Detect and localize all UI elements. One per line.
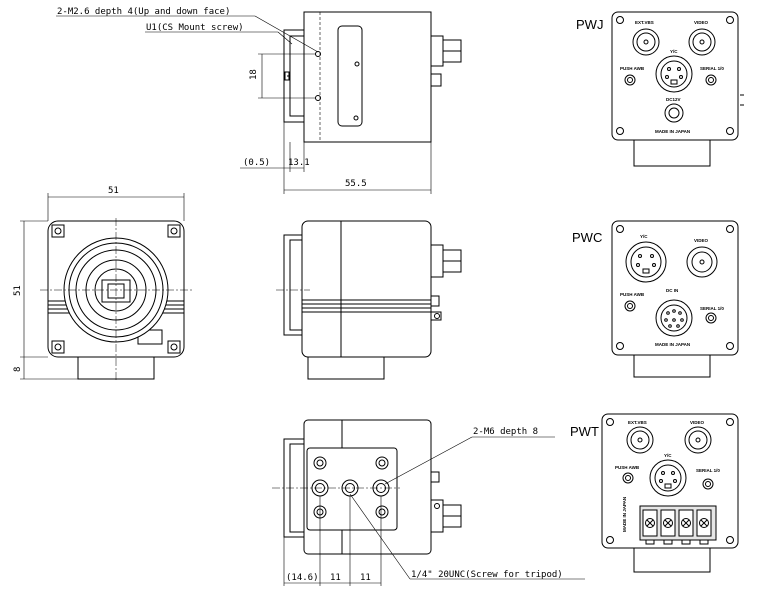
annotation-tripod: 1/4" 20UNC(Screw for tripod) [411, 570, 563, 580]
dim-51-height: 51 [13, 285, 23, 296]
pwj-serial-label: SERIAL 1/0 [700, 66, 724, 71]
pwc-made-label: MADE IN JAPAN [655, 342, 690, 347]
pwt-rear-panel [601, 413, 739, 573]
pwc-serial-label: SERIAL 1/0 [700, 306, 724, 311]
pwj-video-label: VIDEO [694, 20, 709, 25]
pwc-rear-panel [611, 220, 739, 378]
dim-18: 18 [249, 69, 259, 80]
top-view [56, 11, 462, 194]
pwt-serial-label: SERIAL 1/0 [696, 468, 720, 473]
dim-11-b: 11 [360, 573, 371, 583]
pwj-dc-label: DC12V [666, 97, 681, 102]
dim-0-5: (0.5) [243, 158, 270, 168]
pwc-push-label: PUSH AWB [620, 292, 645, 297]
pwj-made-label: MADE IN JAPAN [655, 129, 690, 134]
pwc-dc-label: DC IN [666, 288, 678, 293]
pwc-video-label: VIDEO [694, 238, 709, 243]
side-view [276, 220, 462, 380]
dim-8: 8 [13, 367, 23, 372]
pwt-label: PWT [570, 424, 599, 439]
dim-55-5: 55.5 [345, 179, 367, 189]
annotation-m6: 2-M6 depth 8 [473, 427, 538, 437]
pwt-made-label: MADE IN JAPAN [622, 497, 627, 532]
annotation-m26: 2-M2.6 depth 4(Up and down face) [57, 7, 230, 17]
pwj-ext-label: EXT.VBS [635, 20, 654, 25]
pwj-rear-panel [611, 11, 744, 167]
dim-51-width: 51 [108, 186, 119, 196]
pwj-yc-label: Y/C [670, 49, 678, 54]
dim-14-6: (14.6) [286, 573, 319, 583]
pwt-push-label: PUSH AWB [615, 465, 640, 470]
pwt-ext-label: EXT.VBS [628, 420, 647, 425]
pwt-yc-label: Y/C [664, 453, 672, 458]
pwj-label: PWJ [576, 17, 603, 32]
pwc-yc-label: Y/C [640, 234, 648, 239]
annotation-cs-mount: U1(CS Mount screw) [146, 23, 244, 33]
dim-11-a: 11 [330, 573, 341, 583]
pwj-push-label: PUSH AWB [620, 66, 645, 71]
dim-13-1: 13.1 [288, 158, 310, 168]
bottom-view [272, 419, 585, 586]
front-view [20, 193, 192, 382]
pwc-label: PWC [572, 230, 602, 245]
pwt-video-label: VIDEO [690, 420, 705, 425]
